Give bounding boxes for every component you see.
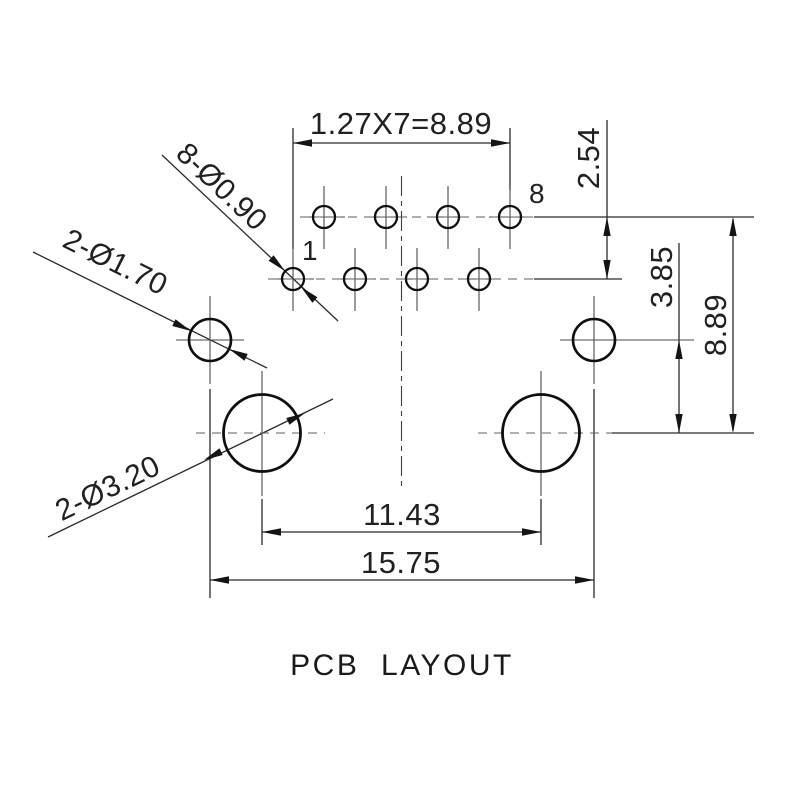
pin-number-8: 8 <box>529 178 545 209</box>
dimension-arrowhead <box>293 139 312 147</box>
dimension-arrowhead <box>210 576 229 584</box>
dimension-arrowhead <box>603 217 611 236</box>
callout-pin-holes: 8-Ø0.90 <box>170 137 274 238</box>
post-hole-circle <box>187 317 233 363</box>
pin-hole-circle <box>435 204 461 230</box>
dimension-arrowhead <box>603 260 611 279</box>
dim-label-pin-pitch: 1.27X7=8.89 <box>310 106 492 141</box>
dim-label-overall-height: 8.89 <box>698 294 733 356</box>
drawing-geometry-layer <box>32 120 754 598</box>
dimension-arrowhead <box>301 287 318 303</box>
dim-label-mount-hole-spacing: 11.43 <box>363 497 441 532</box>
dimension-arrowhead <box>522 528 541 536</box>
dim-label-row-spacing: 2.54 <box>571 127 606 189</box>
dimension-arrowhead <box>204 448 223 460</box>
pin-hole-circle <box>404 266 430 292</box>
dimension-line <box>47 398 334 538</box>
dimension-arrowhead <box>491 139 510 147</box>
dimension-arrowhead <box>268 255 285 271</box>
pin-hole-circle <box>311 204 337 230</box>
pin-hole-circle <box>373 204 399 230</box>
post-hole-circle <box>571 317 617 363</box>
pin-number-1: 1 <box>302 235 318 266</box>
dimension-arrowhead <box>675 340 683 359</box>
drawing-labels-layer: 1.27X7=8.89 2.54 3.85 8.89 11.43 15.75 8… <box>50 106 733 682</box>
dimension-arrowhead <box>286 413 305 425</box>
dimension-arrowhead <box>262 528 281 536</box>
mount-hole-circle <box>501 393 581 473</box>
pin-hole-circle <box>342 266 368 292</box>
dimension-arrowhead <box>675 414 683 433</box>
dimension-arrowhead <box>229 349 248 361</box>
dim-label-post-hole-spacing: 15.75 <box>361 545 441 580</box>
dimension-arrowhead <box>729 414 737 433</box>
callout-post-holes: 2-Ø1.70 <box>58 223 173 302</box>
dim-label-hole-offset: 3.85 <box>644 246 679 308</box>
dimension-arrowhead <box>172 319 191 331</box>
drawing-title: PCB LAYOUT <box>290 649 514 682</box>
pin-hole-circle <box>497 204 523 230</box>
dimension-arrowhead <box>729 217 737 236</box>
mount-hole-circle <box>222 393 302 473</box>
pin-hole-circle <box>466 266 492 292</box>
pin-hole-circle <box>280 266 306 292</box>
dimension-arrowhead <box>575 576 594 584</box>
